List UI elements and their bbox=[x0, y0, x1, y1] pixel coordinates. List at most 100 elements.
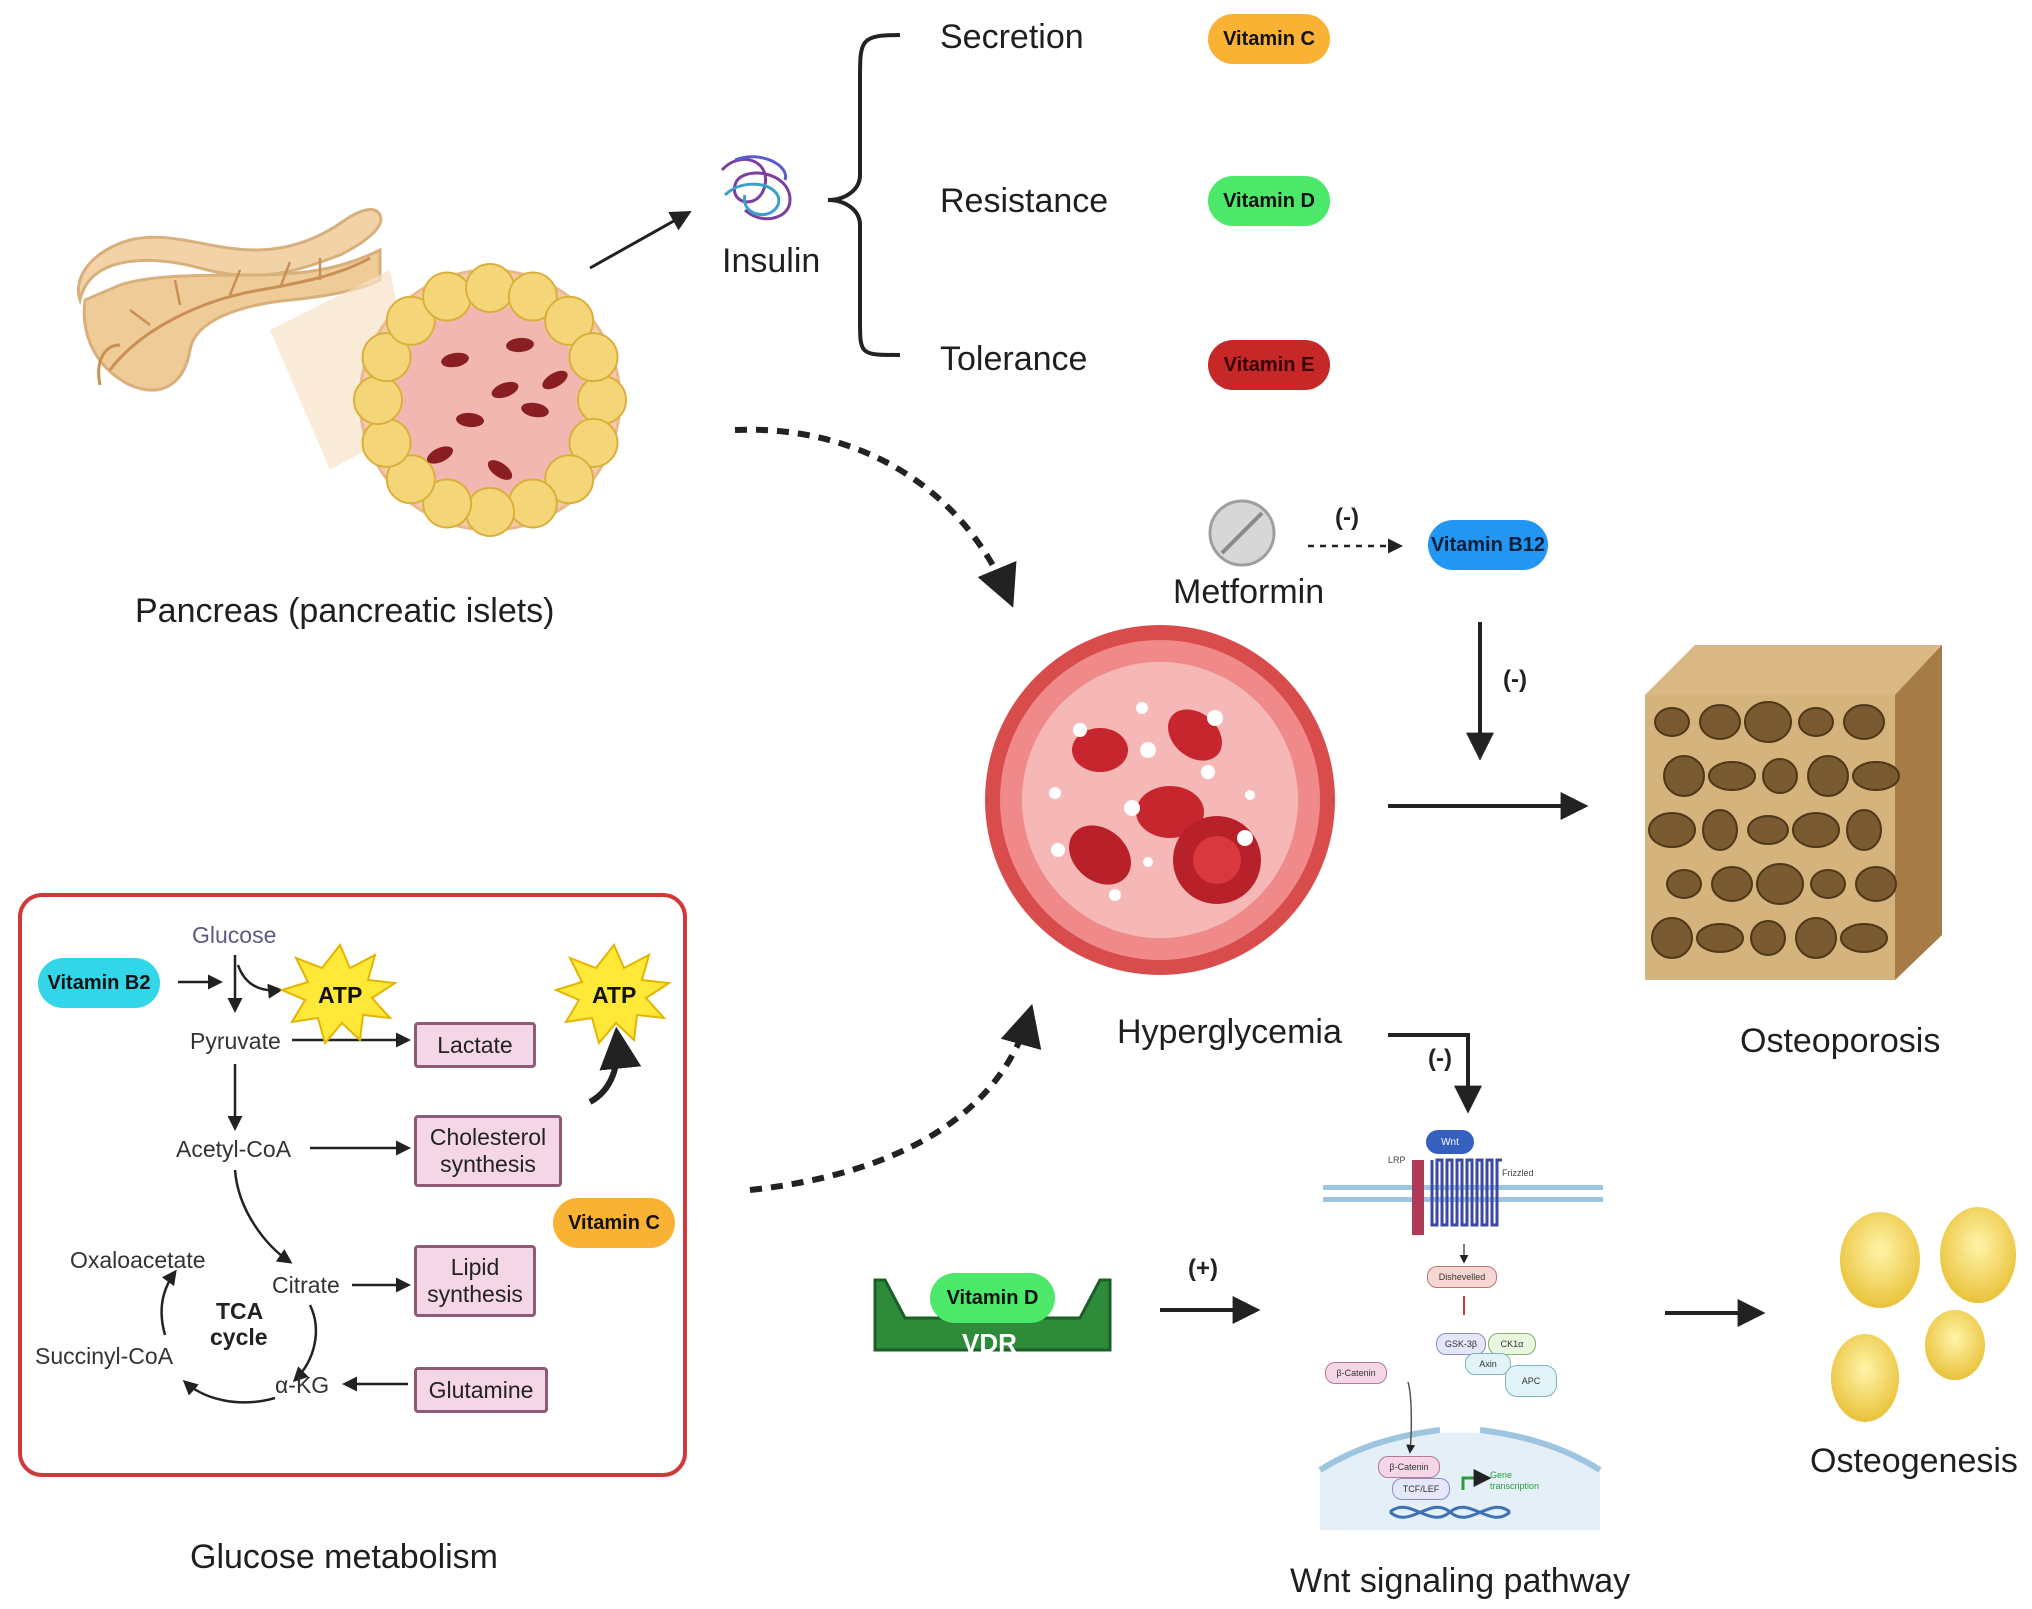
dishevelled-box: Dishevelled bbox=[1427, 1266, 1497, 1288]
tca-label-line2: cycle bbox=[210, 1324, 268, 1350]
bone-pore bbox=[1846, 809, 1882, 851]
vitamin-b2-pill: Vitamin B2 bbox=[38, 958, 160, 1008]
atp-burst-1 bbox=[279, 943, 398, 1046]
lrp-label: LRP bbox=[1388, 1155, 1406, 1165]
bone-pore bbox=[1843, 704, 1885, 740]
ck-box: CK1α bbox=[1488, 1333, 1536, 1355]
islet-cell bbox=[465, 263, 515, 313]
lactate-box: Lactate bbox=[414, 1022, 536, 1068]
islet-cell bbox=[507, 271, 558, 322]
glutamine-box: Glutamine bbox=[414, 1367, 548, 1413]
b12-effect-symbol: (-) bbox=[1503, 666, 1527, 693]
pancreatic-islet bbox=[353, 263, 627, 537]
vitamin-b12-pill: Vitamin B12 bbox=[1428, 520, 1548, 570]
pancreas-to-insulin-arrow bbox=[589, 210, 692, 270]
insulin-label: Insulin bbox=[722, 242, 821, 280]
bone-cube-illustration bbox=[1645, 645, 1942, 980]
bone-pore bbox=[1855, 866, 1897, 902]
vdr-receptor bbox=[873, 1278, 1112, 1352]
vitamin-c-metabolism-pill: Vitamin C bbox=[553, 1198, 675, 1248]
pyruvate-label: Pyruvate bbox=[190, 1028, 281, 1054]
vitamin-d-vdr-pill: Vitamin D bbox=[930, 1273, 1055, 1323]
bone-pore bbox=[1711, 866, 1753, 902]
islet-vessel bbox=[542, 370, 568, 390]
gsk-box: GSK-3β bbox=[1436, 1333, 1486, 1355]
islet-cell bbox=[361, 332, 412, 383]
atp-label-1: ATP bbox=[318, 982, 363, 1008]
bone-pore bbox=[1840, 923, 1888, 953]
bone-pore bbox=[1750, 920, 1786, 956]
bone-pore bbox=[1852, 761, 1900, 791]
wnt-pathway-label: Wnt signaling pathway bbox=[1290, 1562, 1631, 1600]
atp-label-2: ATP bbox=[592, 982, 637, 1008]
hyperglycemia-wnt-symbol: (-) bbox=[1428, 1045, 1452, 1072]
bone-pore bbox=[1654, 707, 1690, 737]
islet-vessel bbox=[487, 460, 513, 480]
bone-pore bbox=[1696, 923, 1744, 953]
islet-cell bbox=[385, 295, 436, 346]
bone-pore bbox=[1810, 869, 1846, 899]
osteogenesis-label: Osteogenesis bbox=[1810, 1442, 2018, 1480]
bone-pore bbox=[1648, 812, 1696, 848]
gene-transcription-label: Gene transcription bbox=[1490, 1470, 1540, 1491]
wnt-ligand: Wnt bbox=[1426, 1130, 1474, 1154]
vdr-label: VDR bbox=[962, 1328, 1017, 1358]
bone-pore bbox=[1699, 704, 1741, 740]
islet-cell bbox=[422, 478, 473, 529]
bone-pore bbox=[1762, 758, 1798, 794]
bone-pore bbox=[1744, 701, 1792, 743]
bone-pore bbox=[1702, 809, 1738, 851]
islet-cell bbox=[577, 375, 627, 425]
islet-cell bbox=[385, 454, 436, 505]
hyperglycemia-to-wnt-arrow bbox=[1388, 1033, 1482, 1114]
osteoblast-cells bbox=[1831, 1207, 2016, 1422]
frizzled-label: Frizzled bbox=[1502, 1168, 1534, 1178]
citrate-label: Citrate bbox=[272, 1272, 340, 1298]
tca-label-line1: TCA bbox=[216, 1298, 264, 1324]
cholesterol-synthesis-box: Cholesterol synthesis bbox=[414, 1115, 562, 1187]
axin-box: Axin bbox=[1465, 1353, 1511, 1375]
glucose-label: Glucose bbox=[192, 922, 277, 948]
lipid-synthesis-box: Lipid synthesis bbox=[414, 1245, 536, 1317]
bone-pore bbox=[1663, 755, 1705, 797]
islet-cell bbox=[361, 417, 412, 468]
osteoporosis-label: Osteoporosis bbox=[1740, 1022, 1941, 1060]
atp-burst-2 bbox=[553, 943, 672, 1046]
islet-vessel bbox=[506, 337, 534, 353]
dashed-arrow-pancreas-to-hyperglycemia bbox=[734, 426, 1017, 608]
blood-vessel-illustration bbox=[985, 625, 1335, 975]
frizzled-receptor bbox=[1430, 1158, 1502, 1227]
insulin-molecule bbox=[720, 155, 792, 221]
dashed-arrow-metabolism-to-hyperglycemia bbox=[749, 1003, 1042, 1193]
glucose-metabolism-frame bbox=[18, 893, 687, 1477]
secretion-label: Secretion bbox=[940, 18, 1084, 56]
metabolism-arrows bbox=[160, 955, 642, 1404]
islet-cell bbox=[544, 295, 595, 346]
islet-cell bbox=[568, 417, 619, 468]
islet-cell bbox=[544, 454, 595, 505]
bone-pore bbox=[1756, 863, 1804, 905]
islet-cell bbox=[422, 271, 473, 322]
vitamin-c-secretion-pill: Vitamin C bbox=[1208, 14, 1330, 64]
tolerance-label: Tolerance bbox=[940, 340, 1088, 378]
islet-vessel bbox=[456, 412, 484, 428]
bone-pore bbox=[1708, 761, 1756, 791]
oxaloacetate-label: Oxaloacetate bbox=[70, 1247, 206, 1273]
islet-cell bbox=[353, 375, 403, 425]
islet-cell bbox=[465, 487, 515, 537]
vitamin-e-tolerance-pill: Vitamin E bbox=[1208, 340, 1330, 390]
alpha-kg-label: α-KG bbox=[275, 1372, 330, 1398]
islet-cell bbox=[568, 332, 619, 383]
acetyl-coa-label: Acetyl-CoA bbox=[176, 1136, 292, 1162]
islet-vessel bbox=[441, 352, 469, 368]
islet-vessel bbox=[521, 402, 549, 418]
bone-pore bbox=[1798, 707, 1834, 737]
vitamin-d-resistance-pill: Vitamin D bbox=[1208, 176, 1330, 226]
metformin-b12-symbol: (-) bbox=[1335, 504, 1359, 531]
vdr-wnt-symbol: (+) bbox=[1188, 1255, 1218, 1282]
succinyl-coa-label: Succinyl-CoA bbox=[35, 1343, 174, 1369]
bone-pore bbox=[1795, 917, 1837, 959]
islet-vessel bbox=[491, 381, 519, 399]
resistance-label: Resistance bbox=[940, 182, 1109, 220]
metformin-pill bbox=[1208, 499, 1276, 567]
